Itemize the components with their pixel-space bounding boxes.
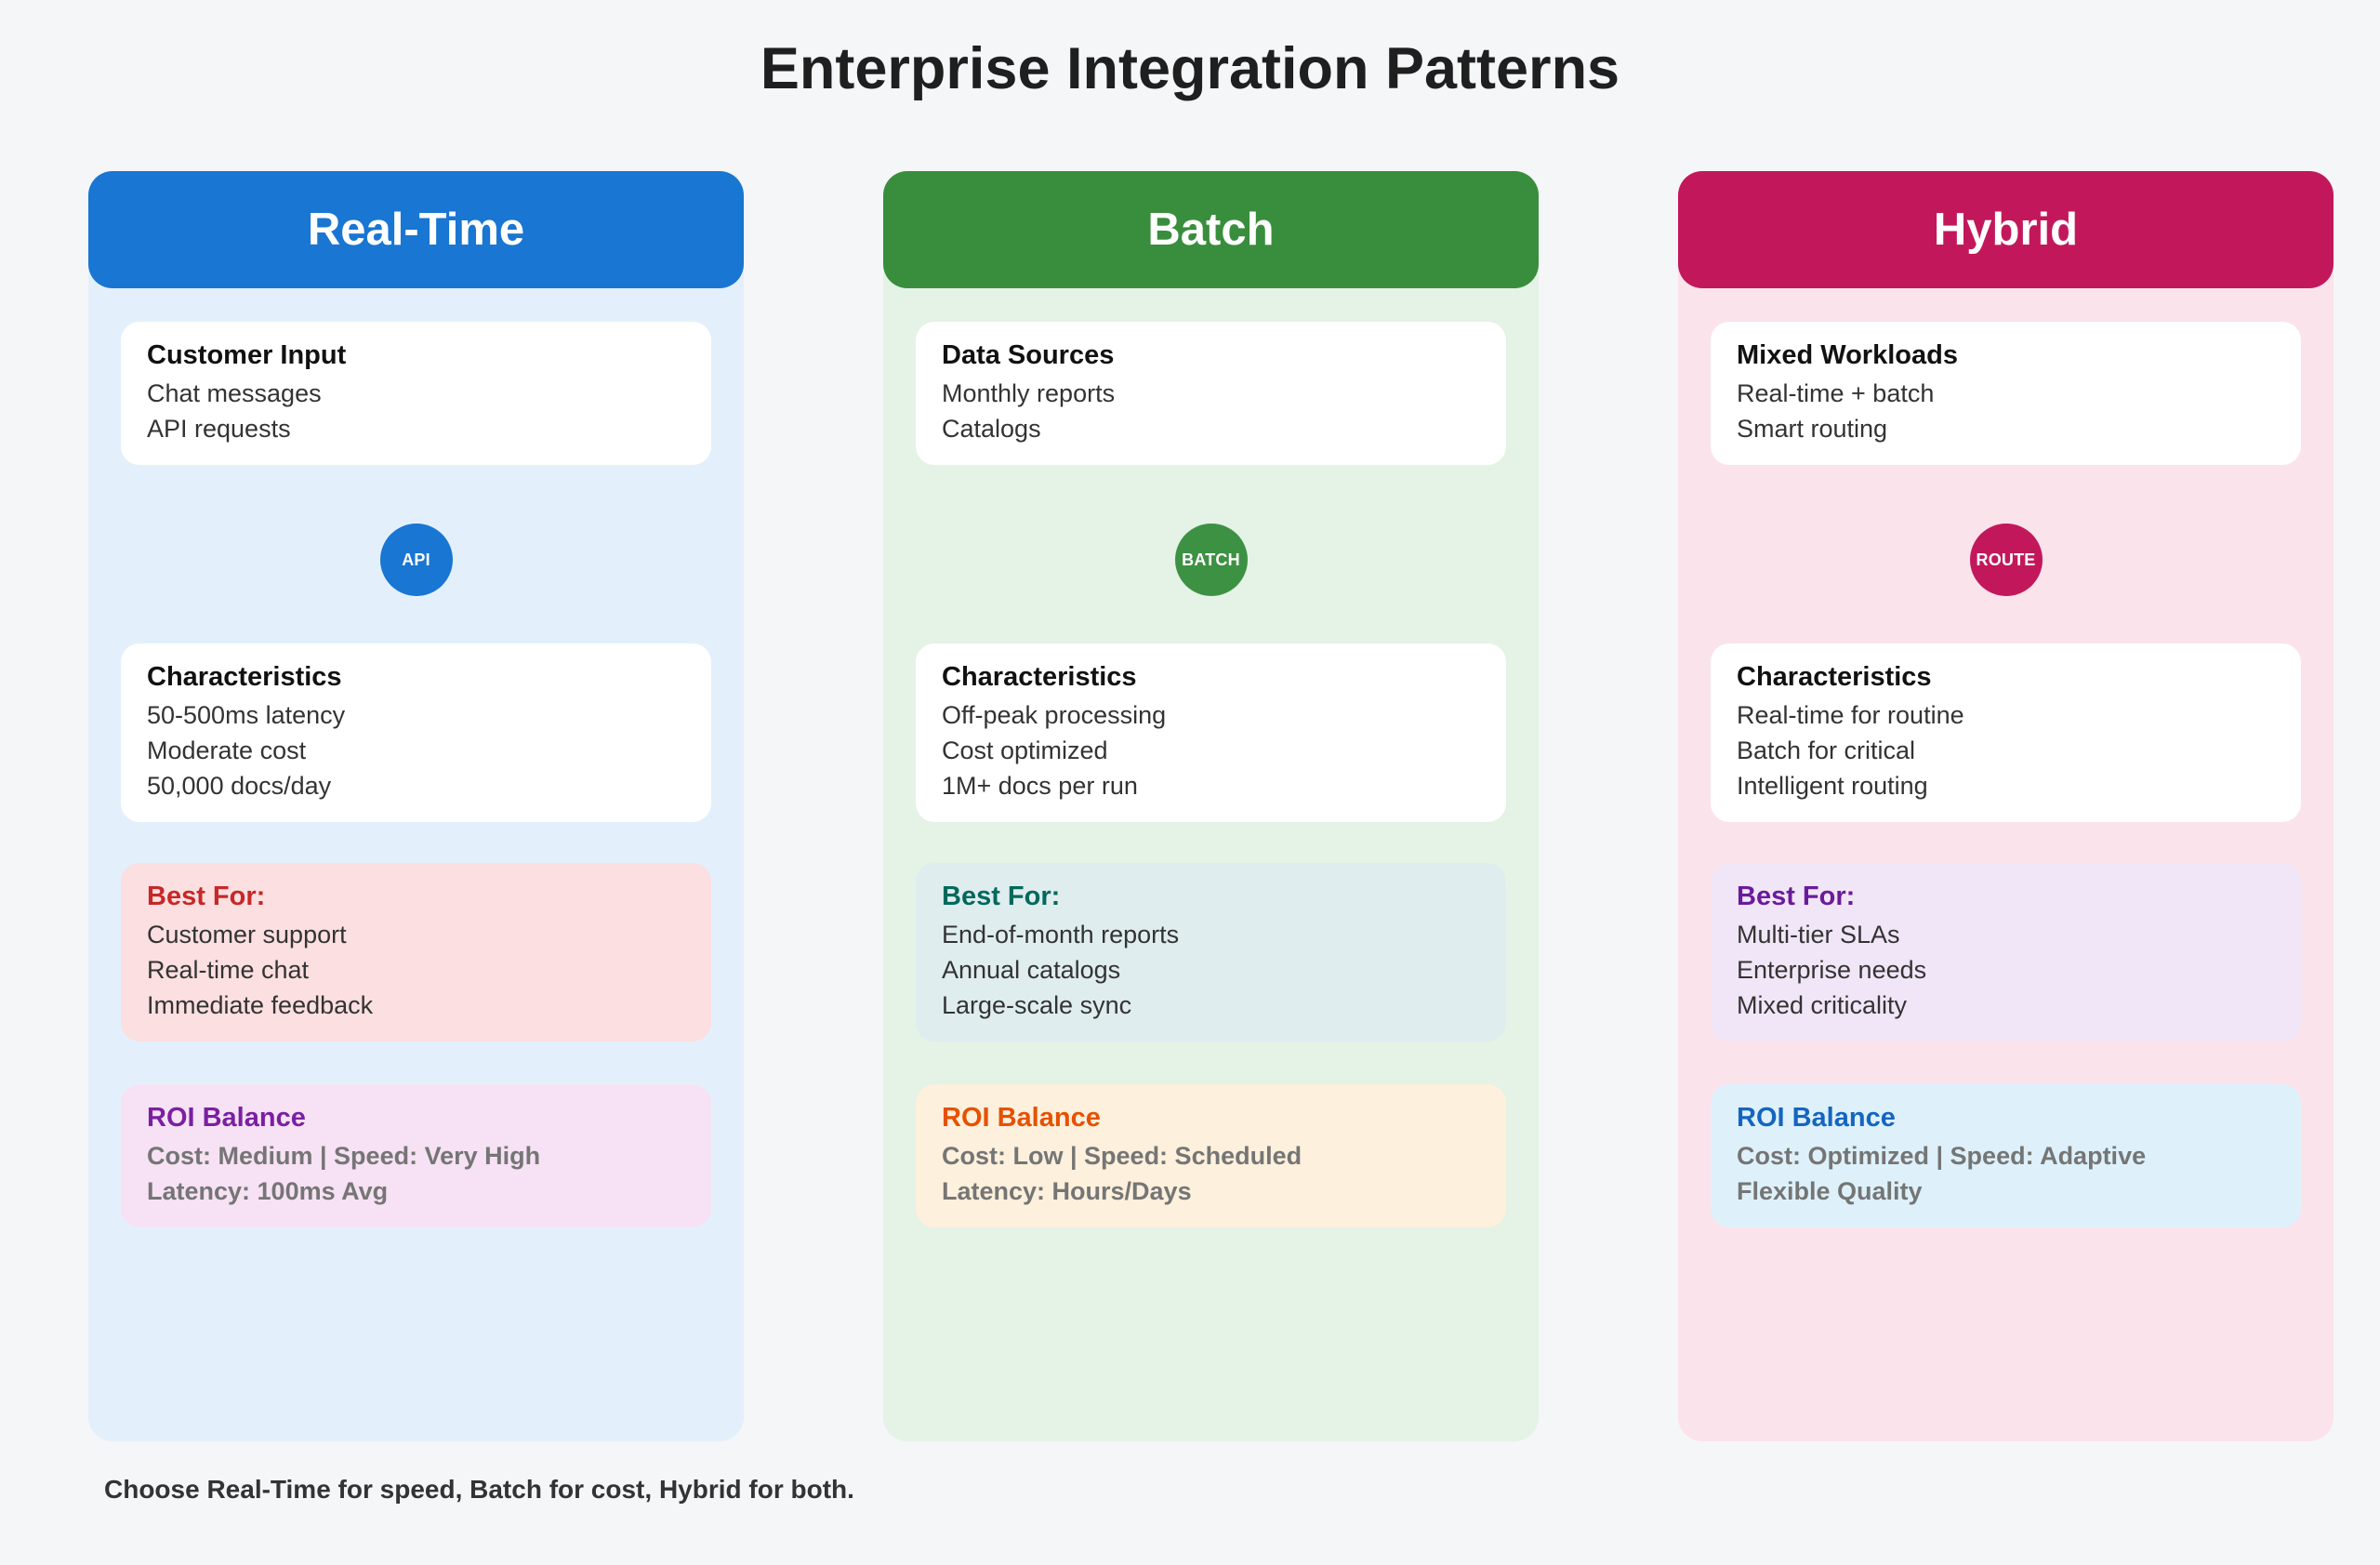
card-line: 50-500ms latency bbox=[147, 701, 346, 729]
card-title: Best For: bbox=[147, 882, 266, 911]
card-title: Best For: bbox=[1737, 882, 1856, 911]
card-line: Latency: Hours/Days bbox=[942, 1177, 1192, 1205]
card-line: Real-time + batch bbox=[1737, 379, 1935, 407]
page-title: Enterprise Integration Patterns bbox=[760, 36, 1620, 101]
card-title: ROI Balance bbox=[942, 1103, 1101, 1133]
card-line: Cost: Optimized | Speed: Adaptive bbox=[1737, 1142, 2147, 1170]
best-for-card: Best For: Multi-tier SLAs Enterprise nee… bbox=[1711, 863, 2301, 1041]
card-title: Characteristics bbox=[1737, 662, 1932, 692]
card-line: Customer support bbox=[147, 921, 347, 948]
card-title: ROI Balance bbox=[1737, 1103, 1896, 1133]
card-line: Real-time chat bbox=[147, 956, 310, 984]
card-line: Cost optimized bbox=[942, 736, 1108, 764]
card-line: Mixed criticality bbox=[1737, 991, 1908, 1019]
route-badge: ROUTE bbox=[1969, 524, 2043, 596]
input-card: Data Sources Monthly reports Catalogs bbox=[916, 322, 1506, 465]
column-panel-hybrid: Mixed Workloads Real-time + batch Smart … bbox=[1678, 288, 2334, 1441]
card-line: Smart routing bbox=[1737, 415, 1888, 443]
input-card: Mixed Workloads Real-time + batch Smart … bbox=[1711, 322, 2301, 465]
api-badge: API bbox=[379, 524, 453, 596]
best-for-card: Best For: Customer support Real-time cha… bbox=[121, 863, 711, 1041]
column-batch: Batch Data Sources Monthly reports Catal… bbox=[883, 171, 1539, 1441]
characteristics-card: Characteristics Off-peak processing Cost… bbox=[916, 643, 1506, 822]
card-title: Characteristics bbox=[147, 662, 342, 692]
column-header-real-time: Real-Time bbox=[88, 171, 744, 288]
card-line: End-of-month reports bbox=[942, 921, 1180, 948]
card-line: 1M+ docs per run bbox=[942, 772, 1138, 800]
characteristics-card: Characteristics 50-500ms latency Moderat… bbox=[121, 643, 711, 822]
footer-note: Choose Real-Time for speed, Batch for co… bbox=[104, 1475, 854, 1504]
card-line: Immediate feedback bbox=[147, 991, 374, 1019]
card-line: Intelligent routing bbox=[1737, 772, 1928, 800]
card-line: Real-time for routine bbox=[1737, 701, 1964, 729]
card-line: Large-scale sync bbox=[942, 991, 1132, 1019]
card-line: 50,000 docs/day bbox=[147, 772, 332, 800]
card-title: Customer Input bbox=[147, 340, 347, 370]
column-panel-real-time: Customer Input Chat messages API request… bbox=[88, 288, 744, 1441]
card-line: Latency: 100ms Avg bbox=[147, 1177, 389, 1205]
card-title: Best For: bbox=[942, 882, 1061, 911]
card-line: Catalogs bbox=[942, 415, 1041, 443]
card-title: ROI Balance bbox=[147, 1103, 306, 1133]
card-line: Enterprise needs bbox=[1737, 956, 1927, 984]
card-line: Annual catalogs bbox=[942, 956, 1121, 984]
best-for-card: Best For: End-of-month reports Annual ca… bbox=[916, 863, 1506, 1041]
card-title: Mixed Workloads bbox=[1737, 340, 1958, 370]
column-hybrid: Hybrid Mixed Workloads Real-time + batch… bbox=[1678, 171, 2334, 1441]
roi-card: ROI Balance Cost: Low | Speed: Scheduled… bbox=[916, 1084, 1506, 1227]
card-line: Chat messages bbox=[147, 379, 322, 407]
roi-card: ROI Balance Cost: Optimized | Speed: Ada… bbox=[1711, 1084, 2301, 1227]
column-header-hybrid: Hybrid bbox=[1678, 171, 2334, 288]
input-card: Customer Input Chat messages API request… bbox=[121, 322, 711, 465]
card-line: API requests bbox=[147, 415, 291, 443]
card-line: Flexible Quality bbox=[1737, 1177, 1923, 1205]
card-title: Characteristics bbox=[942, 662, 1137, 692]
card-line: Multi-tier SLAs bbox=[1737, 921, 1900, 948]
card-title: Data Sources bbox=[942, 340, 1115, 370]
card-line: Monthly reports bbox=[942, 379, 1116, 407]
column-real-time: Real-Time Customer Input Chat messages A… bbox=[88, 171, 744, 1441]
batch-badge: BATCH bbox=[1174, 524, 1248, 596]
card-line: Batch for critical bbox=[1737, 736, 1916, 764]
card-line: Cost: Medium | Speed: Very High bbox=[147, 1142, 541, 1170]
roi-card: ROI Balance Cost: Medium | Speed: Very H… bbox=[121, 1084, 711, 1227]
card-line: Moderate cost bbox=[147, 736, 307, 764]
columns-container: Real-Time Customer Input Chat messages A… bbox=[0, 171, 2380, 1441]
column-panel-batch: Data Sources Monthly reports Catalogs BA… bbox=[883, 288, 1539, 1441]
characteristics-card: Characteristics Real-time for routine Ba… bbox=[1711, 643, 2301, 822]
card-line: Cost: Low | Speed: Scheduled bbox=[942, 1142, 1302, 1170]
column-header-batch: Batch bbox=[883, 171, 1539, 288]
card-line: Off-peak processing bbox=[942, 701, 1167, 729]
